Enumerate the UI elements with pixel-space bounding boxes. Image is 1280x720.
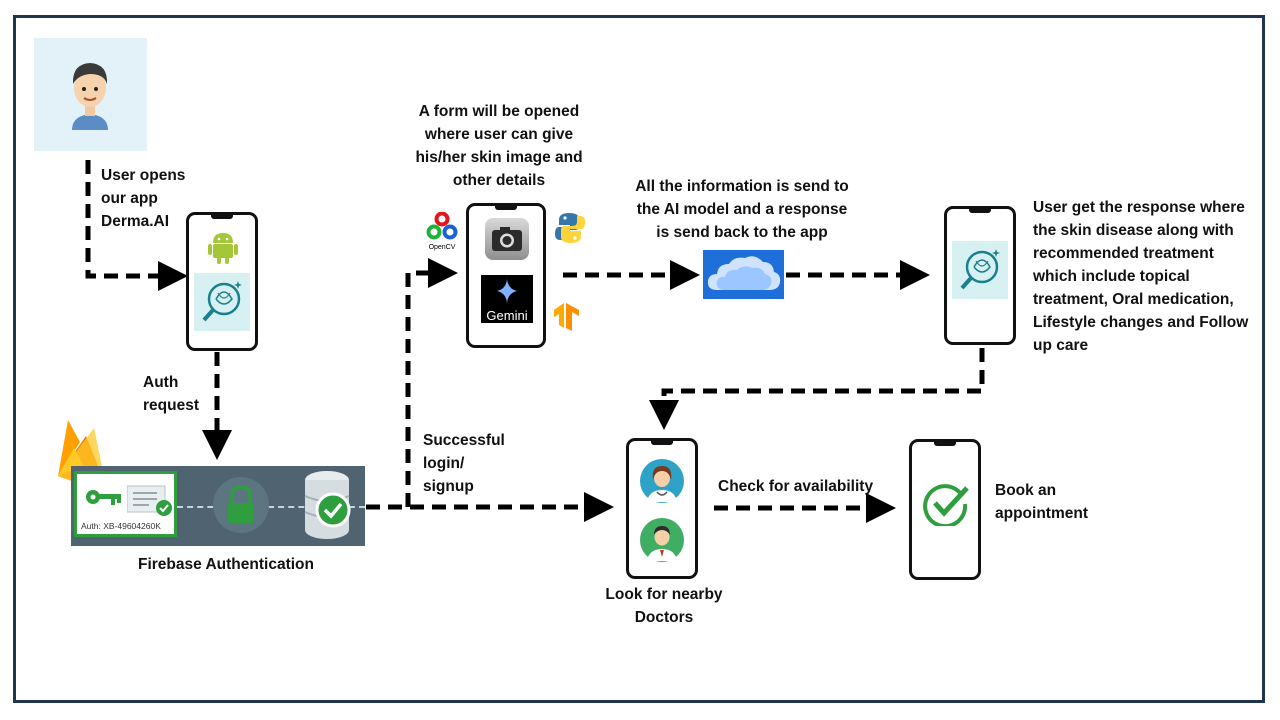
book-appointment-label: Book an appointment bbox=[995, 482, 1088, 522]
phone-form: Gemini bbox=[466, 203, 546, 348]
opencv-text: OpenCV bbox=[428, 244, 456, 251]
lock-icon-circle bbox=[213, 477, 269, 533]
padlock-icon bbox=[228, 485, 254, 523]
arrow-login-to-form bbox=[405, 258, 458, 507]
form-opened-label: A form will be opened where user can giv… bbox=[415, 103, 583, 189]
derma-ai-logo-icon bbox=[194, 273, 250, 331]
user-response-label: User get the response where the skin dis… bbox=[1033, 199, 1249, 354]
phone-app bbox=[186, 212, 258, 351]
phone-doctors bbox=[626, 438, 698, 579]
gemini-text: Gemini bbox=[486, 308, 528, 323]
successful-login-label: Successful login/ signup bbox=[423, 432, 505, 495]
cloud-icon bbox=[703, 250, 784, 299]
diagram-frame bbox=[13, 15, 1265, 703]
info-sent-label: All the information is send to the AI mo… bbox=[635, 178, 849, 241]
gemini-logo: Gemini bbox=[481, 275, 533, 323]
auth-request-label: Auth request bbox=[143, 374, 199, 414]
key-icon bbox=[86, 490, 121, 505]
tensorflow-icon bbox=[554, 303, 579, 331]
phone-result bbox=[944, 206, 1016, 345]
firebase-auth-label: Firebase Authentication bbox=[138, 556, 314, 573]
check-availability-label: Check for availability bbox=[718, 478, 874, 495]
male-doctor-icon bbox=[640, 518, 684, 562]
id-card-icon bbox=[127, 485, 172, 516]
opencv-logo: OpenCV bbox=[424, 211, 460, 251]
nearby-doctors-label: Look for nearby Doctors bbox=[605, 586, 723, 626]
auth-card: Auth: XB-49604260K bbox=[74, 471, 177, 537]
checkmark-icon bbox=[923, 484, 969, 526]
arrow-result-to-doctors bbox=[649, 348, 985, 430]
arrow-user-to-app bbox=[85, 160, 188, 291]
android-icon bbox=[208, 233, 238, 264]
phone-booking bbox=[909, 439, 981, 580]
firebase-auth-bar: Auth: XB-49604260K bbox=[71, 466, 365, 546]
python-icon bbox=[555, 213, 585, 243]
derma-ai-result-icon bbox=[952, 241, 1008, 299]
database-check-icon bbox=[304, 471, 351, 539]
user-avatar bbox=[34, 38, 147, 151]
auth-card-text: Auth: XB-49604260K bbox=[81, 521, 161, 531]
user-opens-label: User opens our app Derma.AI bbox=[101, 167, 186, 230]
female-doctor-icon bbox=[640, 459, 684, 503]
camera-app-icon bbox=[485, 218, 529, 260]
